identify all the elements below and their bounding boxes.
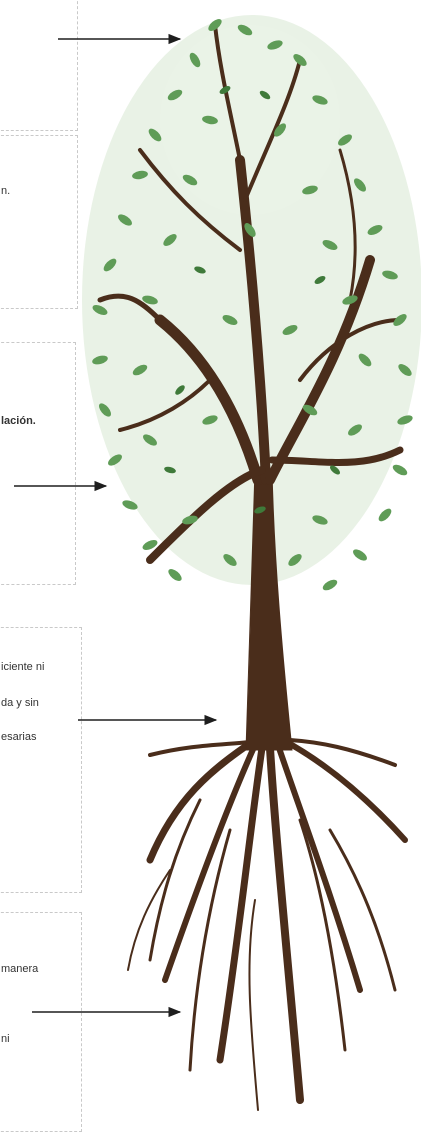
box-2-text: n.	[1, 185, 11, 197]
text-box-4: iciente ni da y sin esarias	[0, 627, 82, 893]
tree-leaves	[92, 19, 413, 591]
text-box-3: lación.	[0, 342, 76, 585]
tree-roots	[127, 736, 408, 1111]
box-5-line-2: ni	[1, 1033, 10, 1045]
text-box-2: n.	[0, 135, 78, 309]
box-3-text: lación.	[1, 415, 36, 427]
box-4-line-3: esarias	[1, 731, 37, 743]
box-4-line-1: iciente ni	[1, 661, 45, 673]
box-4-line-2: da y sin	[1, 697, 39, 709]
text-box-1	[0, 0, 78, 131]
text-box-5: manera ni	[0, 912, 82, 1132]
box-5-line-1: manera	[1, 963, 39, 975]
